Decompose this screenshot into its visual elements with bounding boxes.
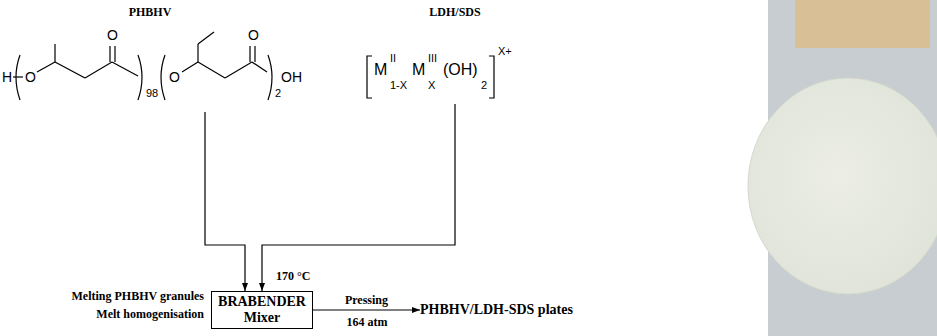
subscript: 98 bbox=[146, 88, 158, 99]
atom-label: O bbox=[248, 28, 259, 42]
parenthesis bbox=[268, 55, 272, 100]
bond-line bbox=[225, 62, 252, 78]
subscript: 2 bbox=[481, 80, 487, 91]
temperature-label: 170 °C bbox=[276, 270, 310, 282]
superscript: X+ bbox=[498, 46, 512, 57]
subscript: 1-X bbox=[390, 80, 407, 91]
sample-disc bbox=[748, 78, 937, 294]
bond-line bbox=[249, 46, 250, 62]
bond-line bbox=[37, 62, 55, 72]
node-text: PHBHV bbox=[0, 6, 300, 20]
bond-line bbox=[198, 62, 225, 78]
parenthesis bbox=[138, 55, 142, 100]
bond-line bbox=[55, 62, 85, 78]
atom-label: O bbox=[25, 70, 36, 84]
atom-label: H bbox=[2, 70, 12, 84]
flow-arrow bbox=[262, 104, 455, 291]
bond-line bbox=[254, 46, 255, 62]
process-box: BRABENDER Mixer bbox=[211, 291, 313, 329]
edge-label: Pressing bbox=[343, 294, 390, 306]
superscript: III bbox=[428, 53, 437, 64]
pressure-label: 164 atm bbox=[347, 316, 388, 328]
superscript: II bbox=[390, 53, 396, 64]
atom-label: OH bbox=[281, 70, 302, 84]
product-node: PHBHV/LDH-SDS plates bbox=[420, 300, 573, 320]
flow-arrow bbox=[313, 309, 420, 310]
node-text: LDH/SDS bbox=[360, 6, 550, 20]
node-text: PHBHV/LDH-SDS plates bbox=[420, 302, 573, 318]
subscript: X bbox=[428, 80, 435, 91]
bond-line bbox=[109, 46, 110, 62]
bond-line bbox=[182, 62, 198, 72]
bond-line bbox=[13, 76, 23, 77]
flow-arrow bbox=[205, 112, 245, 291]
bond-line bbox=[54, 44, 55, 62]
formula-group: LDH/SDS bbox=[360, 4, 550, 104]
bond-line bbox=[197, 44, 198, 62]
bond-line bbox=[112, 62, 138, 76]
bond-line bbox=[252, 62, 267, 72]
parenthesis bbox=[161, 55, 165, 100]
formula-bracket bbox=[489, 56, 494, 98]
bond-line bbox=[114, 46, 115, 62]
formula-symbol: (OH) bbox=[443, 62, 478, 78]
formula-bracket bbox=[367, 56, 372, 98]
formula-symbol: M bbox=[412, 62, 425, 78]
atom-label: O bbox=[107, 28, 118, 42]
process-note: Melt homogenisation bbox=[96, 308, 204, 320]
parenthesis bbox=[16, 55, 20, 100]
subscript: 2 bbox=[275, 88, 281, 99]
atom-label: O bbox=[169, 70, 180, 84]
node-text: BRABENDER Mixer bbox=[218, 294, 306, 326]
sample-plate bbox=[795, 0, 930, 48]
formula-symbol: M bbox=[374, 62, 387, 78]
bond-line bbox=[85, 62, 112, 78]
bond-line bbox=[198, 32, 214, 44]
process-note: Melting PHBHV granules bbox=[72, 290, 204, 302]
